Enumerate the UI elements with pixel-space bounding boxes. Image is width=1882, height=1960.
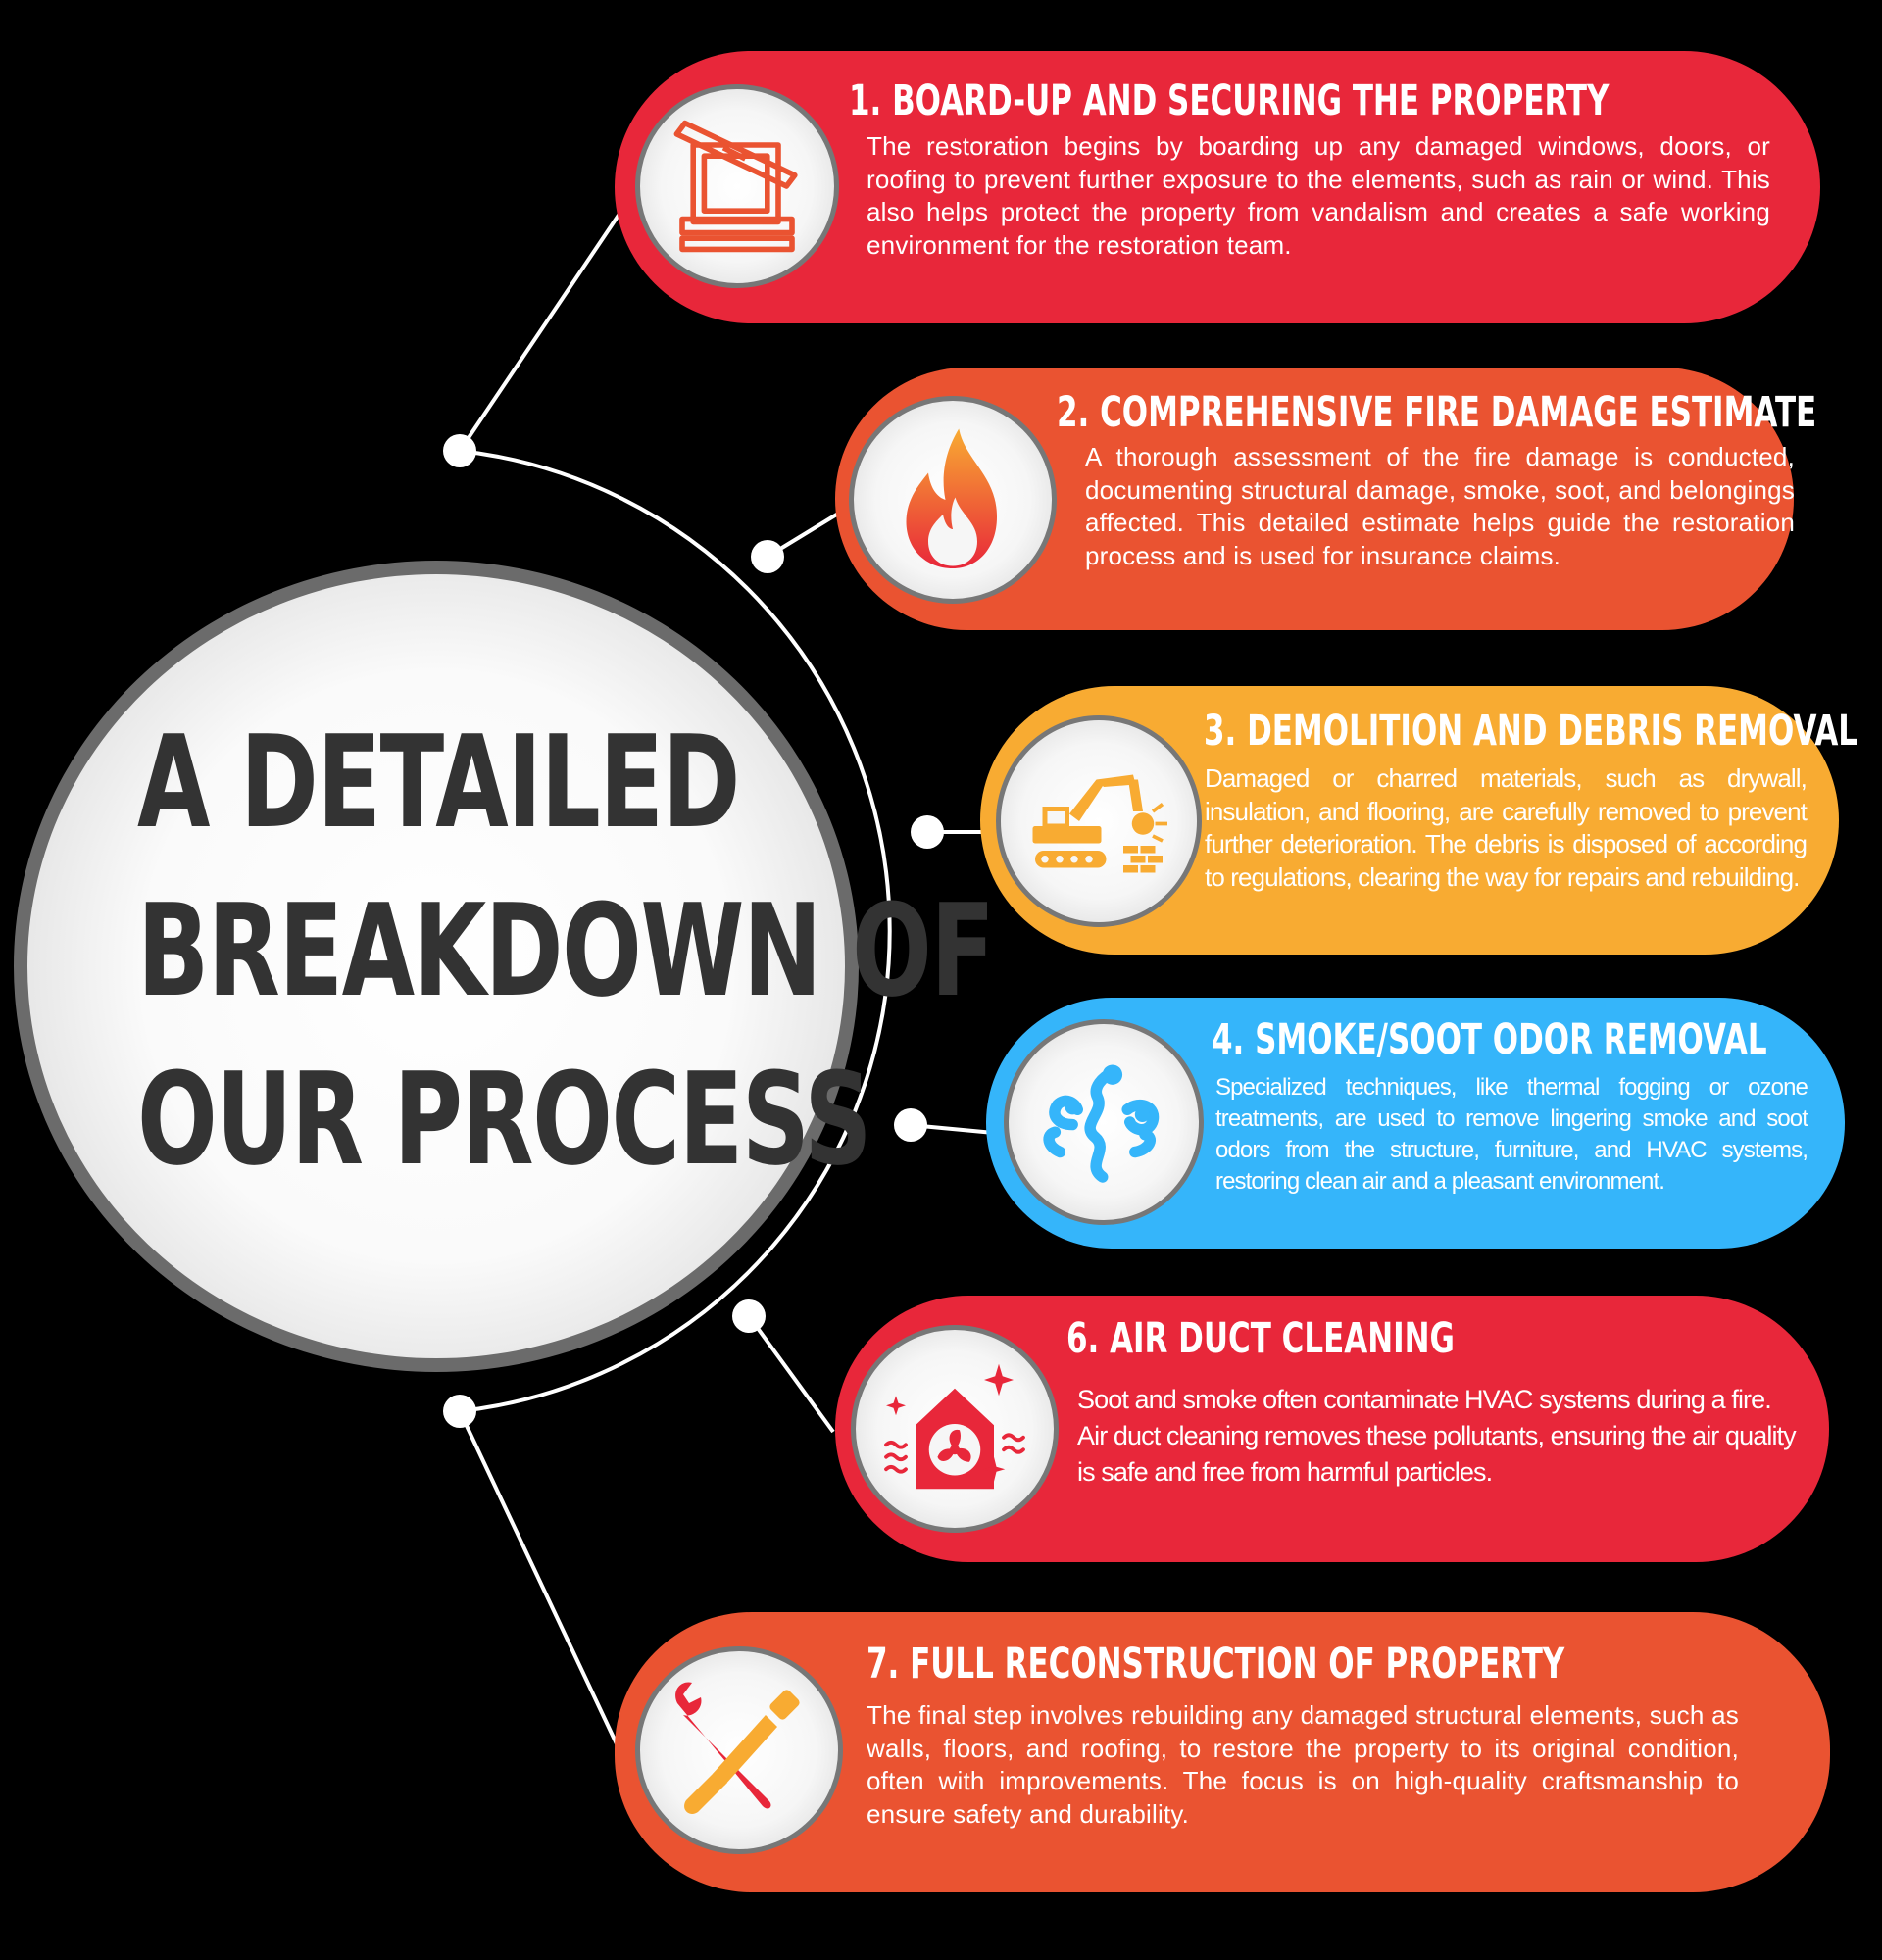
step-icon-circle-2 — [849, 396, 1057, 604]
connector-line-5 — [747, 1314, 835, 1434]
wrench-screwdriver-icon — [675, 1682, 800, 1814]
step-icon-circle-4 — [1004, 1019, 1204, 1225]
step-icon-circle-6 — [635, 1646, 843, 1854]
step-text-2: A thorough assessment of the fire damage… — [1085, 442, 1795, 570]
step-title-1: 1. BOARD-UP AND SECURING THE PROPERTY — [849, 76, 1610, 125]
step-text-3: Damaged or charred materials, such as dr… — [1205, 763, 1808, 892]
excavator-icon — [1032, 774, 1167, 873]
fire-icon — [906, 428, 997, 568]
step-title-6: 7. FULL RECONSTRUCTION OF PROPERTY — [867, 1640, 1565, 1689]
step-icon-circle-3 — [996, 715, 1202, 927]
connector-node-5 — [732, 1299, 766, 1333]
connector-node-6 — [443, 1395, 476, 1428]
boarded-window-icon — [673, 120, 798, 253]
connector-node-3 — [911, 815, 944, 849]
connector-node-1 — [443, 434, 476, 467]
connector-line-1 — [458, 206, 625, 453]
smoke-icon — [1043, 1064, 1160, 1183]
step-text-6: The final step involves rebuilding any d… — [867, 1700, 1739, 1829]
step-title-4: 4. SMOKE/SOOT ODOR REMOVAL — [1212, 1015, 1767, 1064]
step-title-3: 3. DEMOLITION AND DEBRIS REMOVAL — [1204, 707, 1858, 756]
step-text-5: Soot and smoke often contaminate HVAC sy… — [1077, 1385, 1797, 1487]
timeline-arc — [459, 449, 892, 1413]
step-text-1: The restoration begins by boarding up an… — [867, 131, 1770, 260]
step-title-5: 6. AIR DUCT CLEANING — [1066, 1314, 1455, 1363]
step-text-4: Specialized techniques, like thermal fog… — [1215, 1074, 1808, 1195]
page-title: A DETAILED BREAKDOWN OF OUR PROCESS — [137, 698, 995, 1203]
house-fan-icon — [884, 1363, 1025, 1490]
step-icon-circle-1 — [635, 84, 839, 288]
step-title-2: 2. COMPREHENSIVE FIRE DAMAGE ESTIMATE — [1057, 388, 1817, 437]
connector-line-6 — [458, 1410, 622, 1753]
step-icon-circle-5 — [851, 1325, 1059, 1533]
page-title-line-3: OUR PROCESS — [137, 1045, 872, 1194]
connector-node-2 — [751, 540, 784, 573]
page-title-line-1: A DETAILED — [137, 708, 740, 857]
page-title-line-2: BREAKDOWN OF — [137, 876, 995, 1025]
connector-node-4 — [894, 1108, 927, 1142]
